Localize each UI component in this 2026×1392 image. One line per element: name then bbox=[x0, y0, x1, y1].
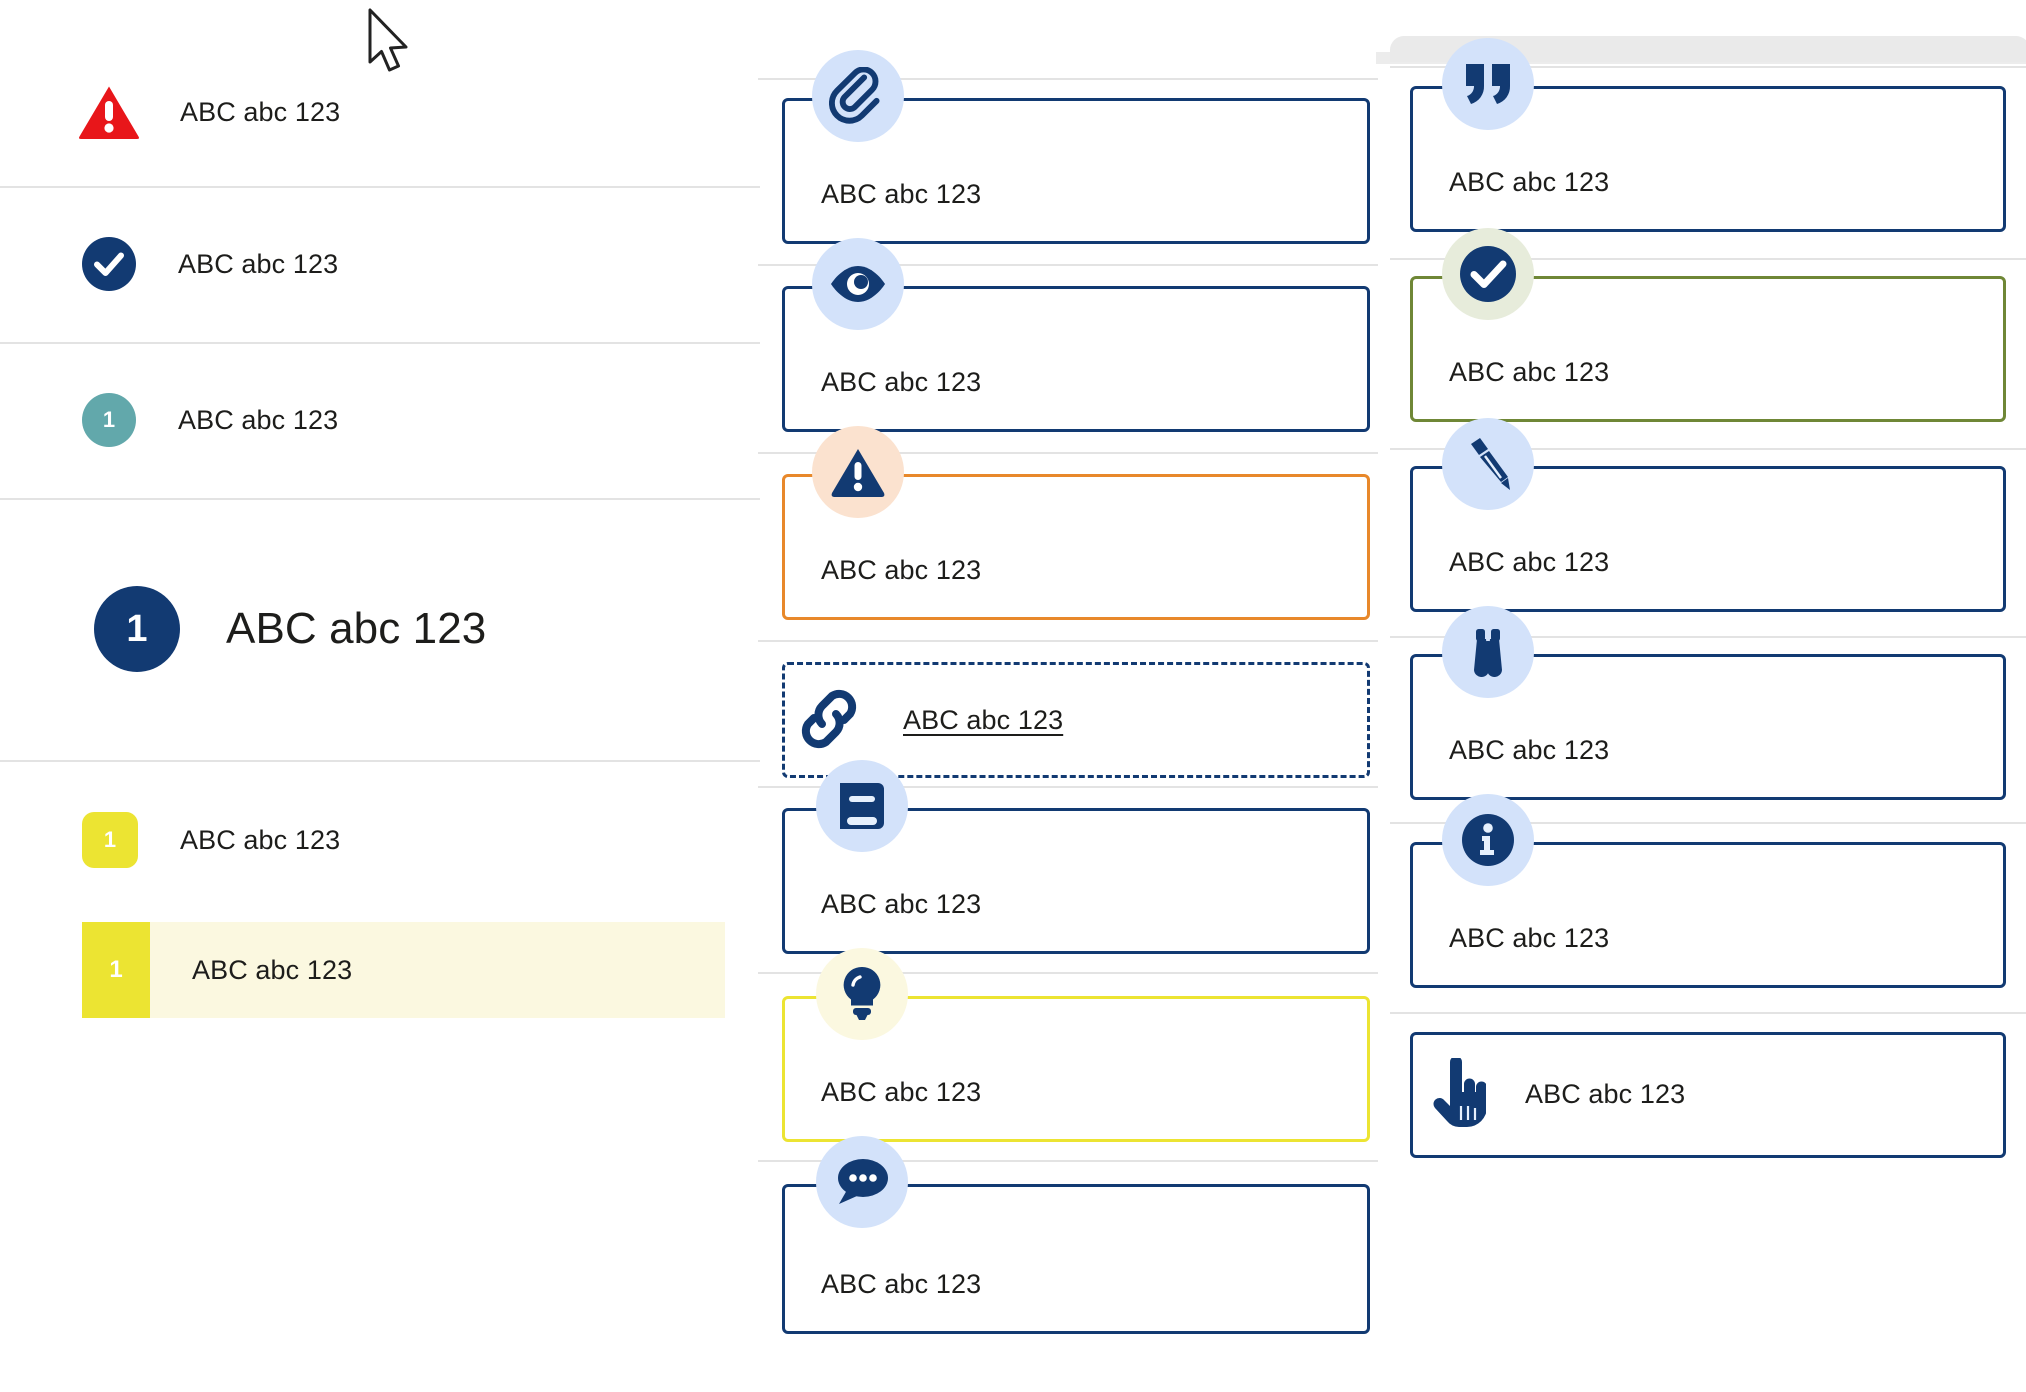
list-item-label: ABC abc 123 bbox=[180, 96, 341, 127]
card-label: ABC abc 123 bbox=[1449, 357, 1610, 387]
warning-triangle-icon bbox=[812, 426, 904, 518]
column-divider bbox=[758, 640, 1378, 642]
column-divider bbox=[758, 78, 1378, 80]
list-divider bbox=[0, 498, 760, 500]
badge-number: 1 bbox=[126, 607, 148, 650]
list-divider bbox=[0, 186, 760, 188]
list-item-step-primary[interactable]: 1 ABC abc 123 bbox=[0, 498, 760, 760]
list-item-label: ABC abc 123 bbox=[178, 404, 339, 435]
column-divider bbox=[758, 1160, 1378, 1162]
column-divider bbox=[758, 786, 1378, 788]
column-divider bbox=[1390, 1012, 2026, 1014]
card-attachment[interactable]: ABC abc 123 bbox=[782, 98, 1370, 244]
column-divider bbox=[1390, 66, 2026, 68]
list-item-label: ABC abc 123 bbox=[178, 248, 339, 279]
list-divider bbox=[0, 760, 760, 762]
speech-bubble-icon bbox=[816, 1136, 908, 1228]
card-label: ABC abc 123 bbox=[821, 1269, 982, 1299]
list-item-step-yellow[interactable]: 1 ABC abc 123 bbox=[0, 760, 760, 920]
badge-number: 1 bbox=[103, 827, 117, 852]
column-divider bbox=[1390, 448, 2026, 450]
number-circle-icon: 1 bbox=[82, 393, 136, 447]
card-label: ABC abc 123 bbox=[821, 367, 982, 397]
list-item-step-teal[interactable]: 1 ABC abc 123 bbox=[0, 342, 760, 498]
lightbulb-icon bbox=[816, 948, 908, 1040]
list-item-label: ABC abc 123 bbox=[226, 604, 487, 653]
pointing-hand-icon bbox=[1432, 1058, 1486, 1130]
binoculars-icon bbox=[1442, 606, 1534, 698]
column-divider bbox=[1390, 636, 2026, 638]
card-link[interactable]: ABC abc 123 bbox=[782, 662, 1370, 778]
card-label: ABC abc 123 bbox=[1449, 547, 1610, 577]
card-label: ABC abc 123 bbox=[821, 1077, 982, 1107]
card-label: ABC abc 123 bbox=[1449, 923, 1610, 953]
card-label: ABC abc 123 bbox=[1525, 1079, 1686, 1109]
card-edit[interactable]: ABC abc 123 bbox=[1410, 466, 2006, 612]
card-link-label[interactable]: ABC abc 123 bbox=[903, 705, 1064, 735]
column-divider bbox=[758, 972, 1378, 974]
check-circle-icon bbox=[1442, 228, 1534, 320]
quotation-mark-icon bbox=[1442, 38, 1534, 130]
badge-number: 1 bbox=[102, 407, 116, 432]
list-item-alert[interactable]: ABC abc 123 bbox=[0, 38, 760, 186]
check-circle-icon bbox=[82, 237, 136, 291]
number-square-icon: 1 bbox=[82, 922, 150, 1018]
column-divider bbox=[758, 264, 1378, 266]
card-label: ABC abc 123 bbox=[1449, 167, 1610, 197]
pencil-icon bbox=[1442, 418, 1534, 510]
number-square-icon: 1 bbox=[82, 812, 138, 868]
warning-triangle-icon bbox=[78, 85, 140, 139]
card-action[interactable]: ABC abc 123 bbox=[1410, 1032, 2006, 1158]
column-divider bbox=[1390, 822, 2026, 824]
card-label: ABC abc 123 bbox=[821, 889, 982, 919]
info-circle-icon bbox=[1442, 794, 1534, 886]
list-divider bbox=[0, 342, 760, 344]
list-item-label: ABC abc 123 bbox=[180, 824, 341, 855]
card-comment[interactable]: ABC abc 123 bbox=[782, 1184, 1370, 1334]
column-divider bbox=[1390, 258, 2026, 260]
left-list-panel: ABC abc 123 ABC abc 123 1 ABC abc 123 1 bbox=[0, 0, 760, 1392]
badge-number: 1 bbox=[109, 956, 123, 983]
list-item-step-selected[interactable]: 1 ABC abc 123 bbox=[82, 922, 725, 1018]
card-label: ABC abc 123 bbox=[821, 179, 982, 209]
chain-link-icon bbox=[796, 688, 862, 750]
card-label: ABC abc 123 bbox=[1449, 735, 1610, 765]
column-divider bbox=[758, 452, 1378, 454]
card-visibility[interactable]: ABC abc 123 bbox=[782, 286, 1370, 432]
list-item-label: ABC abc 123 bbox=[192, 954, 353, 985]
eye-icon bbox=[812, 238, 904, 330]
paperclip-icon bbox=[812, 50, 904, 142]
book-icon bbox=[816, 760, 908, 852]
card-label: ABC abc 123 bbox=[821, 555, 982, 585]
list-item-success[interactable]: ABC abc 123 bbox=[0, 186, 760, 342]
number-circle-icon: 1 bbox=[94, 586, 180, 672]
